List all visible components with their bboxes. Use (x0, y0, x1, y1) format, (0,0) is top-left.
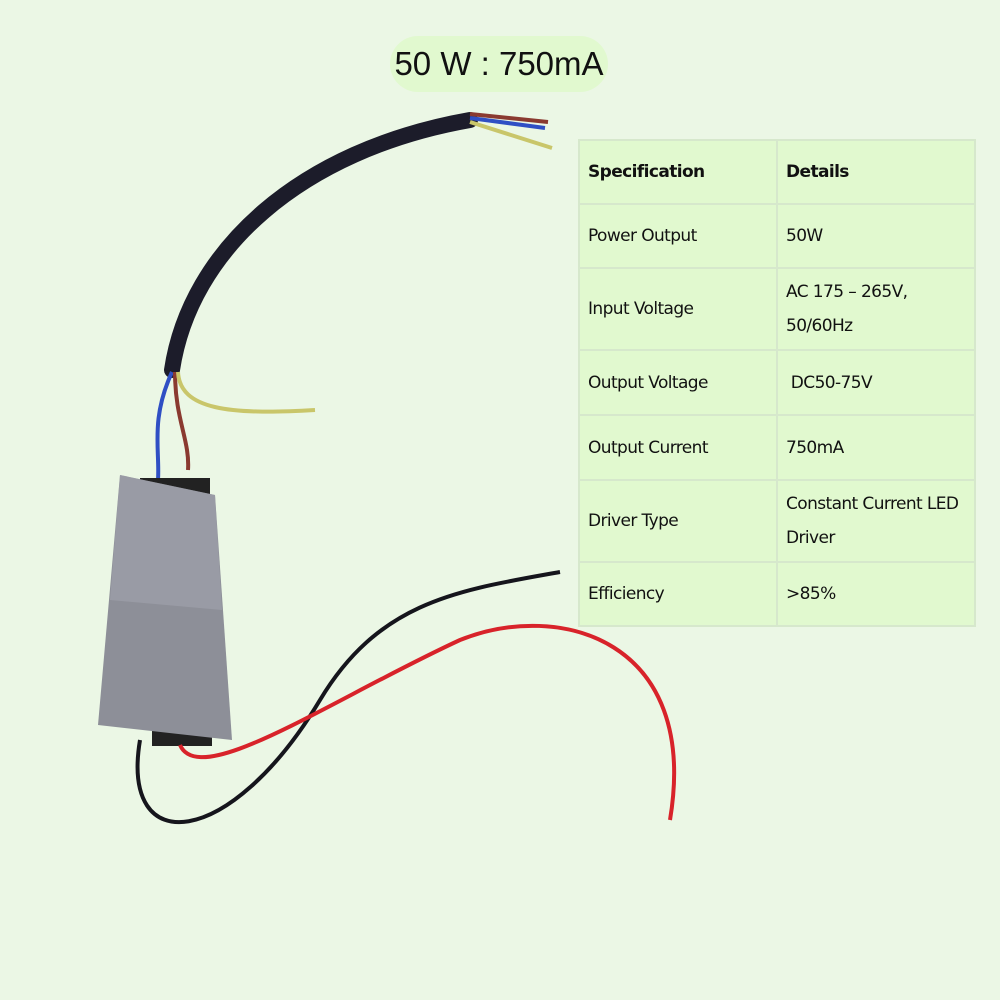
spec-label: Output Current (578, 414, 778, 481)
spec-label: Efficiency (578, 561, 778, 627)
title-badge: 50 W : 750mA (390, 36, 608, 92)
spec-label: Power Output (578, 203, 778, 269)
table-row: Output Voltage DC50-75V (578, 349, 976, 416)
wire-yellow (469, 120, 553, 150)
table-header-row: Specification Details (578, 139, 976, 205)
spec-label: Driver Type (578, 479, 778, 563)
spec-value: Constant Current LED Driver (776, 479, 976, 563)
spec-label: Output Voltage (578, 349, 778, 416)
header-details: Details (776, 139, 976, 205)
spec-label: Input Voltage (578, 267, 778, 351)
spec-value: AC 175 – 265V, 50/60Hz (776, 267, 976, 351)
spec-value: >85% (776, 561, 976, 627)
table-row: Efficiency>85% (578, 561, 976, 627)
header-specification: Specification (578, 139, 778, 205)
wire-blue (469, 116, 546, 130)
wire-red-output (178, 623, 677, 821)
spec-value: 750mA (776, 414, 976, 481)
wire-brown-lower (173, 371, 191, 471)
wire-yellow-lower (176, 371, 316, 414)
wire-black-output (135, 570, 561, 824)
input-cable (164, 112, 478, 378)
wire-blue-lower (155, 371, 174, 481)
wire-brown (469, 112, 549, 124)
spec-value: 50W (776, 203, 976, 269)
spec-value: DC50-75V (776, 349, 976, 416)
